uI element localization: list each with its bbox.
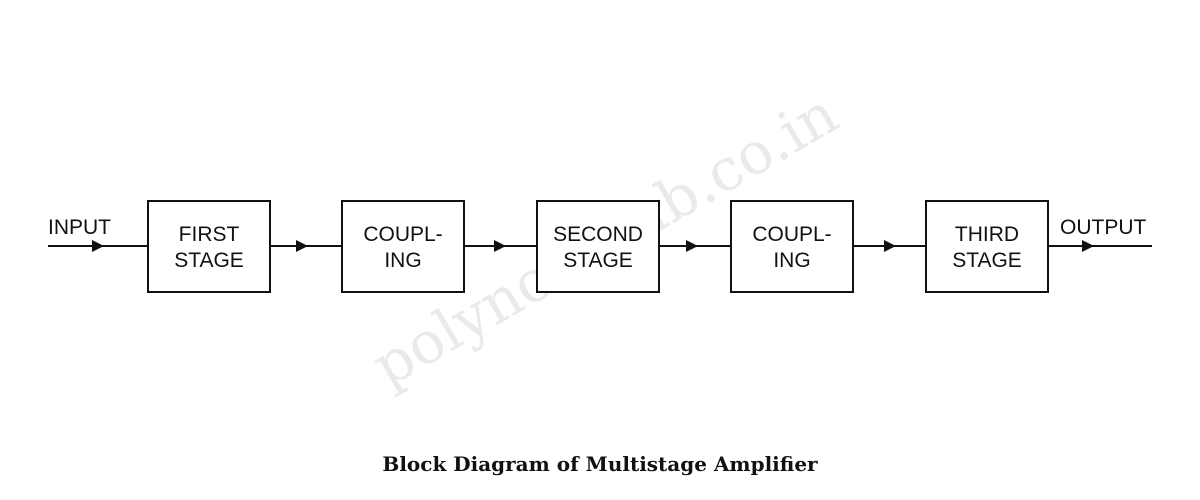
arrow-icon-2 xyxy=(494,240,506,252)
block-label-line2: ING xyxy=(773,249,810,272)
output-label: OUTPUT xyxy=(1060,216,1147,239)
block-label-line2: STAGE xyxy=(563,249,633,272)
block-first-stage: FIRST STAGE xyxy=(147,200,271,293)
diagram-caption: Block Diagram of Multistage Amplifier xyxy=(382,452,818,476)
block-label-line1: THIRD xyxy=(955,223,1019,246)
block-label-line1: FIRST xyxy=(179,223,240,246)
block-label-line1: COUPL- xyxy=(752,223,831,246)
block-label-line1: COUPL- xyxy=(363,223,442,246)
block-label-line1: SECOND xyxy=(553,223,643,246)
input-label: INPUT xyxy=(48,216,111,239)
block-label-line2: STAGE xyxy=(174,249,244,272)
input-arrow-icon xyxy=(92,240,104,252)
block-coupling-1: COUPL- ING xyxy=(341,200,465,293)
block-second-stage: SECOND STAGE xyxy=(536,200,660,293)
output-arrow-icon xyxy=(1082,240,1094,252)
arrow-icon-3 xyxy=(686,240,698,252)
block-label-line2: ING xyxy=(384,249,421,272)
arrow-icon-1 xyxy=(296,240,308,252)
block-label-line2: STAGE xyxy=(952,249,1022,272)
block-third-stage: THIRD STAGE xyxy=(925,200,1049,293)
block-coupling-2: COUPL- ING xyxy=(730,200,854,293)
arrow-icon-4 xyxy=(884,240,896,252)
